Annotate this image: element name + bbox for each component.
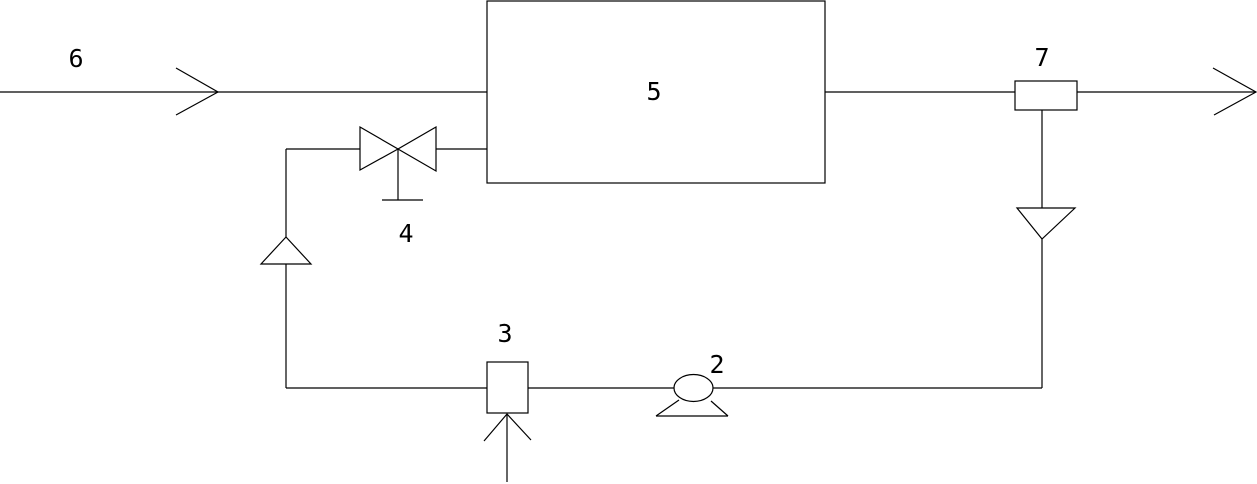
label-box-3: 3: [497, 319, 512, 348]
label-device-7: 7: [1034, 43, 1049, 72]
inline-device-box: [1014, 80, 1078, 111]
pump-symbol-icon: [673, 373, 714, 403]
valve-right-triangle-icon: [396, 125, 437, 173]
flow-direction-down-triangle-icon: [1015, 207, 1077, 240]
process-unit-block: [486, 0, 826, 184]
pump-base-right-leg: [710, 400, 729, 417]
pump-base-left-leg: [655, 399, 680, 417]
valve-left-triangle-icon: [359, 125, 400, 172]
flow-direction-up-triangle-icon: [259, 236, 313, 265]
inlet-flow-arrow-icon: [175, 67, 220, 116]
outlet-flow-arrow-icon: [1212, 67, 1257, 116]
label-stream-6: 6: [68, 44, 83, 73]
label-pump-2: 2: [709, 350, 724, 379]
label-unit-5: 5: [646, 77, 661, 106]
injection-feed-arrow-icon: [483, 413, 532, 442]
injection-box: [486, 361, 529, 414]
label-valve-4: 4: [398, 219, 413, 248]
